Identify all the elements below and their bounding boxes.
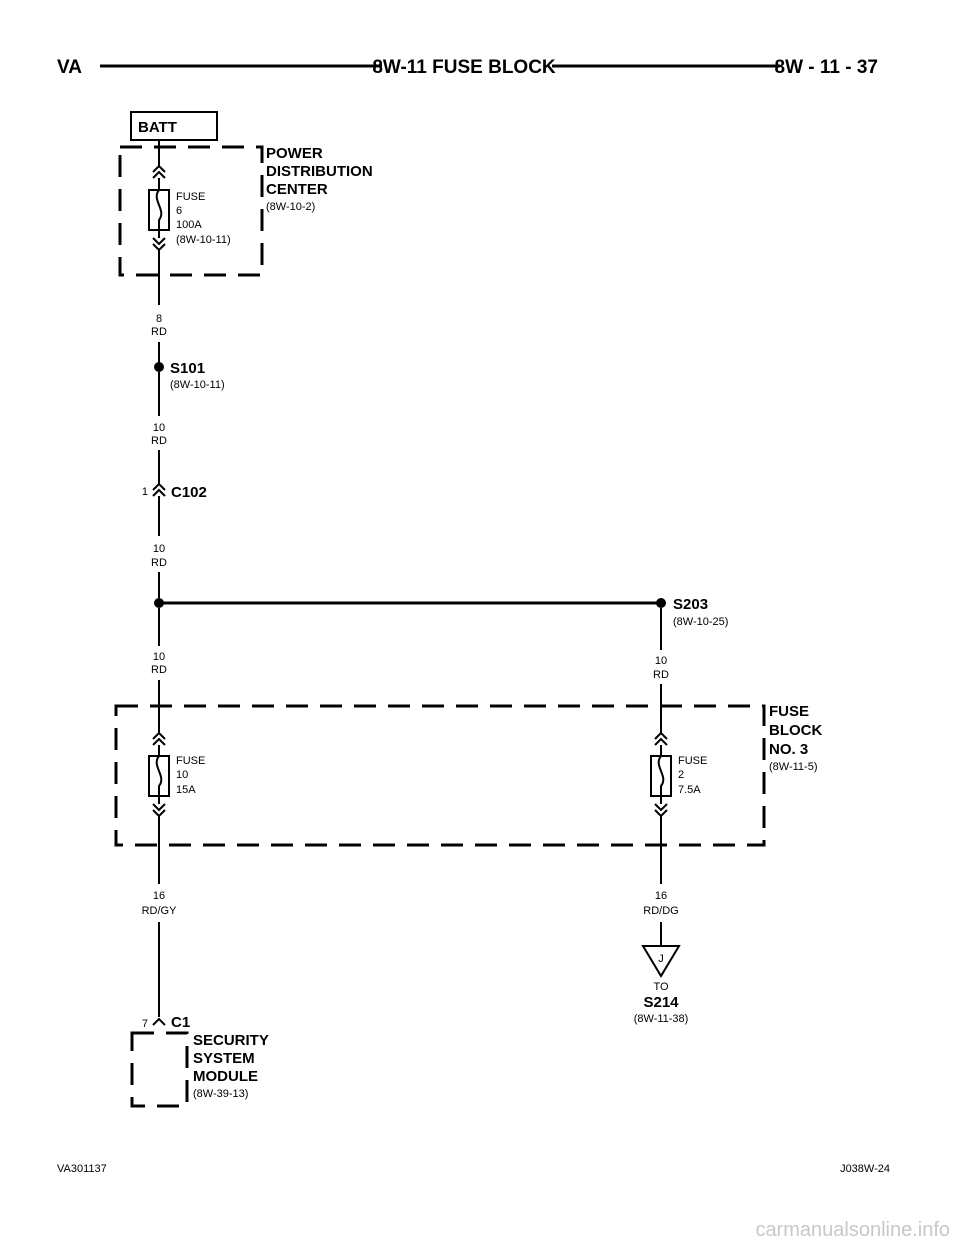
wire-a-gauge: 8 bbox=[156, 313, 162, 325]
pdc-name-line1: POWER bbox=[266, 145, 323, 162]
security-module-ref: (8W-39-13) bbox=[193, 1088, 248, 1100]
splice-s203-name: S203 bbox=[673, 596, 708, 613]
wire-b-gauge: 10 bbox=[153, 422, 165, 434]
connector-c1-pin: 7 bbox=[142, 1018, 148, 1030]
batt-label: BATT bbox=[138, 119, 177, 136]
fuse-6-number: 6 bbox=[176, 205, 182, 217]
fuse-6-ref: (8W-10-11) bbox=[176, 234, 231, 246]
connector-c102-name: C102 bbox=[171, 484, 207, 501]
offpage-reference-triangle bbox=[641, 945, 681, 978]
fuse-2-element bbox=[657, 755, 665, 796]
connector-c102-chevron bbox=[152, 488, 166, 497]
watermark: carmanualsonline.info bbox=[755, 1219, 950, 1241]
wire-d-gauge: 10 bbox=[153, 651, 165, 663]
batt-box bbox=[130, 111, 218, 141]
connector-chevron bbox=[152, 737, 166, 746]
fuse-block-name-line1: FUSE bbox=[769, 703, 809, 720]
wire-c-gauge: 10 bbox=[153, 543, 165, 555]
splice-s101-name: S101 bbox=[170, 360, 205, 377]
splice-s101-ref: (8W-10-11) bbox=[170, 379, 225, 391]
fuse-block-3-enclosure bbox=[114, 704, 766, 847]
fuse-10-rating: 15A bbox=[176, 784, 196, 796]
security-module-line3: MODULE bbox=[193, 1068, 258, 1085]
wire-c-color: RD bbox=[151, 557, 167, 569]
pdc-name-line2: DISTRIBUTION bbox=[266, 163, 373, 180]
footer-left-code: VA301137 bbox=[57, 1163, 107, 1175]
fuse-6-rating: 100A bbox=[176, 219, 202, 231]
splice-s203-ref: (8W-10-25) bbox=[673, 616, 728, 628]
security-module-enclosure bbox=[130, 1031, 189, 1108]
security-module-line1: SECURITY bbox=[193, 1032, 269, 1049]
pdc-name-line3: CENTER bbox=[266, 181, 328, 198]
wire-f-color: RD/GY bbox=[142, 905, 178, 917]
wire-g-color: RD/DG bbox=[643, 905, 678, 917]
offpage-to-label: TO bbox=[653, 981, 669, 993]
wire-d-color: RD bbox=[151, 664, 167, 676]
connector-c1-name: C1 bbox=[171, 1014, 190, 1031]
page-title: 8W-11 FUSE BLOCK bbox=[372, 57, 556, 78]
connector-chevron bbox=[152, 237, 166, 246]
connector-chevron bbox=[654, 731, 668, 740]
fuse-2-rating: 7.5A bbox=[678, 784, 701, 796]
fuse-2-number: 2 bbox=[678, 769, 684, 781]
connector-c1-chevron bbox=[152, 1017, 166, 1026]
connector-c102-pin: 1 bbox=[142, 486, 148, 498]
header-page-number: 8W - 11 - 37 bbox=[775, 57, 879, 78]
fuse-6-element bbox=[155, 189, 163, 230]
connector-c102-chevron bbox=[152, 482, 166, 491]
wire-f-gauge: 16 bbox=[153, 890, 165, 902]
fuse-block-name-line3: NO. 3 bbox=[769, 741, 808, 758]
wire-e-gauge: 10 bbox=[655, 655, 667, 667]
connector-chevron bbox=[152, 803, 166, 812]
header-left: VA bbox=[57, 57, 82, 78]
offpage-s214-name: S214 bbox=[643, 994, 679, 1011]
splice-s101-dot bbox=[154, 362, 164, 372]
fuse-6-label: FUSE bbox=[176, 191, 205, 203]
fuse-block-ref: (8W-11-5) bbox=[769, 761, 818, 773]
fuse-2-label: FUSE bbox=[678, 755, 707, 767]
pdc-ref: (8W-10-2) bbox=[266, 201, 315, 213]
footer-right-code: J038W-24 bbox=[840, 1163, 890, 1175]
connector-chevron bbox=[654, 803, 668, 812]
pdc-enclosure bbox=[118, 145, 264, 277]
connector-chevron bbox=[152, 170, 166, 179]
offpage-s214-ref: (8W-11-38) bbox=[634, 1013, 689, 1025]
connector-chevron bbox=[152, 164, 166, 173]
wire-b-color: RD bbox=[151, 435, 167, 447]
connector-chevron bbox=[654, 737, 668, 746]
connector-chevron bbox=[152, 731, 166, 740]
fuse-block-name-line2: BLOCK bbox=[769, 722, 822, 739]
security-module-line2: SYSTEM bbox=[193, 1050, 255, 1067]
wire-g-gauge: 16 bbox=[655, 890, 667, 902]
wire-a-color: RD bbox=[151, 326, 167, 338]
wire-e-color: RD bbox=[653, 669, 669, 681]
fuse-10-number: 10 bbox=[176, 769, 188, 781]
offpage-reference-letter: J bbox=[658, 953, 664, 965]
splice-s203-dot bbox=[656, 598, 666, 608]
fuse-10-label: FUSE bbox=[176, 755, 205, 767]
fuse-10-element bbox=[155, 755, 163, 796]
